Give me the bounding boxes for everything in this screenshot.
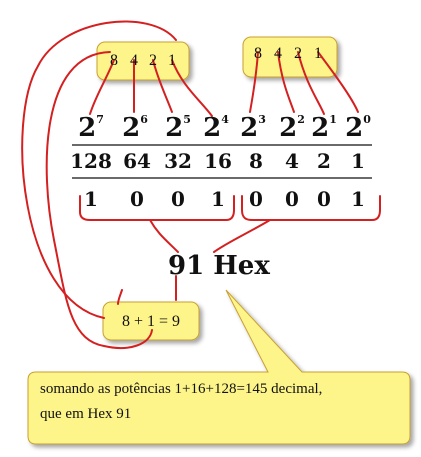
- left-weight-2: 2: [149, 52, 157, 69]
- left-nibble-box: [96, 41, 190, 81]
- value-4: 4: [285, 149, 299, 173]
- power-2-7: 27: [78, 113, 104, 143]
- callout-line-1: somando as potências 1+16+128=145 decima…: [40, 381, 322, 397]
- value-2: 2: [317, 149, 331, 173]
- bit-3: 0: [249, 187, 263, 211]
- power-2-4: 24: [203, 113, 229, 143]
- connector-2-to-2pow5: [152, 59, 173, 113]
- right-nibble-weights: 8 4 2 1: [254, 45, 322, 62]
- bit-1: 0: [317, 187, 331, 211]
- bracket-right-nibble: [241, 195, 381, 221]
- right-weight-8: 8: [254, 45, 262, 62]
- bracket-left-nibble: [79, 195, 235, 221]
- bit-0: 1: [351, 187, 365, 211]
- right-nibble-box: [242, 36, 338, 78]
- sum-box: [102, 301, 200, 341]
- power-2-1: 21: [311, 113, 337, 143]
- bit-6: 0: [130, 187, 144, 211]
- connector-1-to-2pow0: [317, 51, 359, 113]
- connector-2-to-2pow1: [297, 51, 325, 115]
- value-1: 1: [351, 149, 365, 173]
- right-weight-1: 1: [314, 45, 322, 62]
- right-weight-2: 2: [294, 45, 302, 62]
- left-weight-4: 4: [130, 52, 138, 69]
- power-2-2: 22: [279, 113, 305, 143]
- left-weight-8: 8: [110, 52, 118, 69]
- connector-sum-side: [117, 289, 123, 305]
- hex-result-label: 91 Hex: [168, 251, 270, 281]
- value-32: 32: [164, 149, 192, 173]
- power-2-5: 25: [165, 113, 191, 143]
- bit-2: 0: [285, 187, 299, 211]
- separator-lines: [72, 144, 372, 179]
- left-nibble-weights: 8 4 2 1: [110, 52, 176, 69]
- powers-row: 27 26 25 24 23 22 21 20: [78, 113, 371, 143]
- value-128: 128: [70, 149, 112, 173]
- right-weight-4: 4: [274, 45, 282, 62]
- bit-4: 1: [211, 187, 225, 211]
- power-2-3: 23: [240, 113, 266, 143]
- bit-7: 1: [84, 187, 98, 211]
- callout-bubble: [27, 289, 411, 445]
- connector-right-bracket-to-hex: [213, 219, 271, 253]
- value-16: 16: [204, 149, 232, 173]
- red-connectors: [21, 20, 381, 349]
- values-row: 128 64 32 16 8 4 2 1: [70, 149, 365, 173]
- sum-expression: 8 + 1 = 9: [122, 313, 180, 330]
- bit-5: 0: [171, 187, 185, 211]
- connector-8-to-2pow3: [249, 51, 259, 113]
- left-weight-1: 1: [168, 52, 176, 69]
- power-2-0: 20: [345, 113, 371, 143]
- connector-8-to-2pow7: [89, 59, 115, 115]
- connector-1-to-2pow4: [171, 59, 213, 117]
- value-8: 8: [249, 149, 263, 173]
- power-2-6: 26: [122, 113, 148, 143]
- callout-line-2: que em Hex 91: [40, 406, 131, 422]
- connector-4-to-2pow2: [277, 51, 295, 113]
- value-64: 64: [123, 149, 151, 173]
- loop-sum-to-left-box: [21, 20, 177, 319]
- connector-left-bracket-to-hex: [149, 219, 179, 253]
- bits-row: 1 0 0 1 0 0 0 1: [84, 187, 365, 211]
- loop-left-box-to-sum: [45, 51, 153, 349]
